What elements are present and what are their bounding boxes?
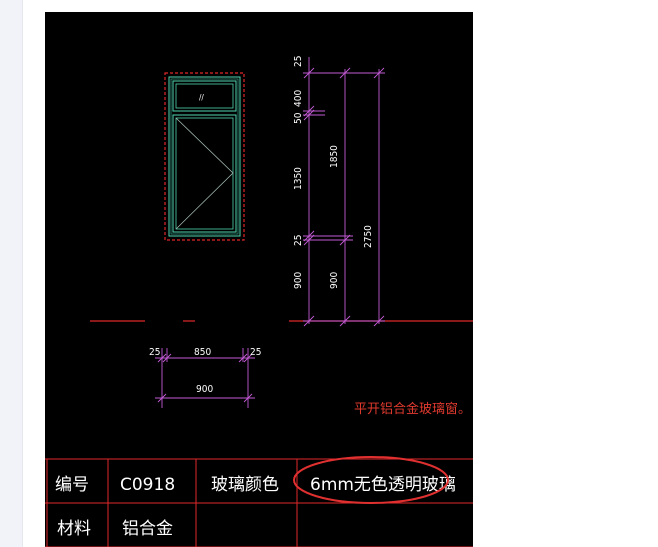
cad-drawing-canvas: // <box>45 12 473 547</box>
value-number: C0918 <box>120 475 175 495</box>
highlight-ellipse <box>293 456 449 504</box>
value-material: 铝合金 <box>122 519 173 539</box>
casement-sash <box>172 114 237 233</box>
dim-50: 50 <box>293 112 304 124</box>
cad-drawing-svg: // <box>45 56 473 547</box>
vertical-dimension-chain <box>303 57 385 327</box>
title-block-grid <box>45 458 473 547</box>
label-material: 材料 <box>57 519 91 539</box>
dim-plan-900: 900 <box>196 384 213 395</box>
horizontal-dimension-chain <box>155 348 255 408</box>
dim-plan-25-left: 25 <box>149 347 160 358</box>
dim-400: 400 <box>293 90 304 107</box>
value-glass-color: 6mm无色透明玻璃 <box>310 475 456 495</box>
dim-1350: 1350 <box>293 167 304 190</box>
transom-glass-mark: // <box>199 93 204 102</box>
dim-25-lower: 25 <box>293 235 304 246</box>
window-elevation: // <box>164 72 245 241</box>
dim-1850: 1850 <box>329 145 340 168</box>
dim-plan-850: 850 <box>194 347 211 358</box>
annotation-caption: 平开铝合金玻璃窗。 <box>354 402 472 417</box>
dim-top-25: 25 <box>293 56 304 67</box>
window-frame-inner <box>170 78 239 235</box>
dim-900-left: 900 <box>293 272 304 289</box>
label-glass-color: 玻璃颜色 <box>211 475 279 495</box>
casement-opening-swing <box>175 117 234 230</box>
transom-sash <box>172 80 237 112</box>
casement-glass <box>175 117 234 230</box>
dim-2750: 2750 <box>363 225 374 248</box>
dim-plan-25-right: 25 <box>250 347 261 358</box>
window-frame-outer <box>168 76 241 237</box>
dim-900-right: 900 <box>329 272 340 289</box>
sidebar-divider <box>22 0 23 547</box>
transom-glass <box>175 83 234 109</box>
label-number: 编号 <box>55 475 89 495</box>
window-opening-outline <box>164 72 245 241</box>
left-sidebar-strip <box>0 0 22 547</box>
